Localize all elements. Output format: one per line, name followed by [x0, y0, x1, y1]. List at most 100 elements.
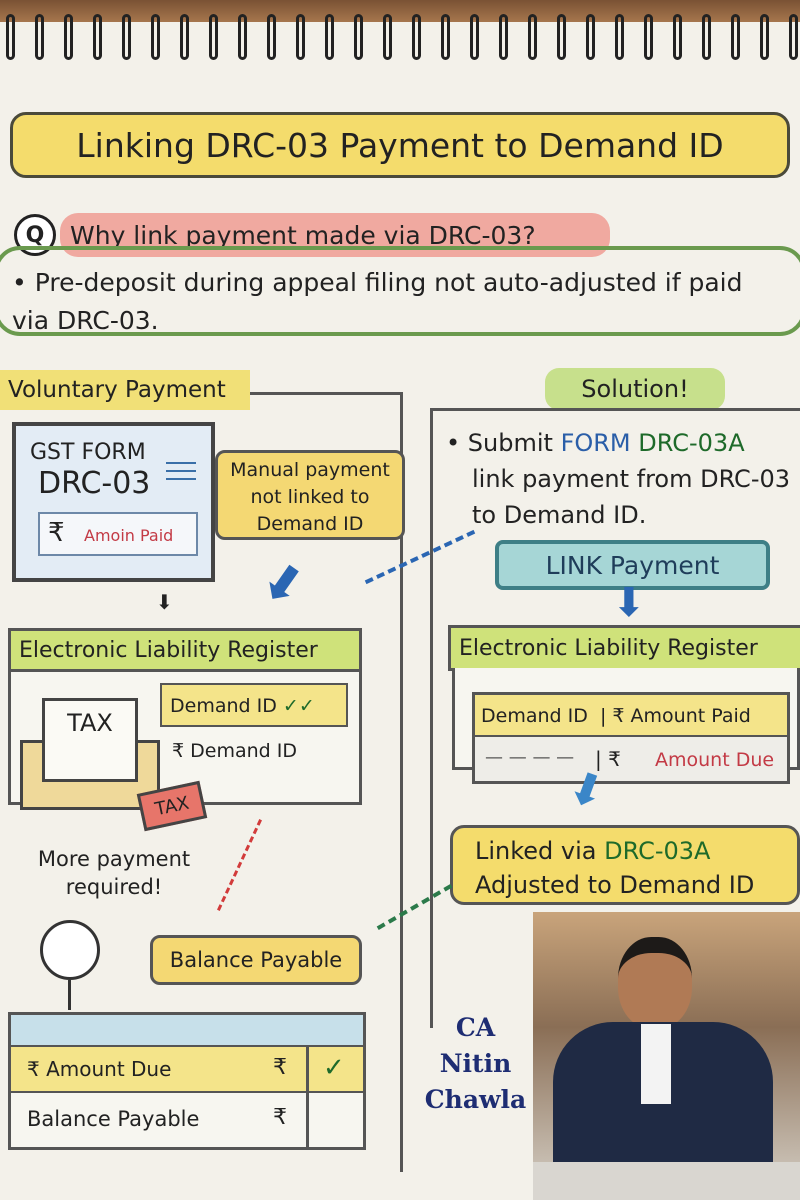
binding-ring: [296, 14, 305, 60]
balance-payable-callout: Balance Payable: [150, 935, 362, 985]
register-header: Electronic Liability Register: [8, 628, 362, 672]
amount-label: Amoin Paid: [84, 526, 174, 545]
wood-strip: [0, 0, 800, 22]
gst-form-drc03: GST FORM DRC-03 ₹ Amoin Paid: [12, 422, 215, 582]
form-code: DRC-03A: [638, 429, 745, 457]
amount-due-label: ₹ Amount Due: [27, 1057, 172, 1081]
demand-id-label: Demand ID: [481, 705, 588, 727]
rupee-icon: ₹: [273, 1055, 287, 1080]
worried-person-icon: [40, 920, 100, 980]
binding-ring: [760, 14, 769, 60]
table-row: Balance Payable ₹: [11, 1093, 363, 1147]
divider: [400, 392, 403, 1172]
binding-ring: [412, 14, 421, 60]
divider: [430, 408, 433, 1028]
tax-document: TAX: [42, 698, 138, 782]
binding-ring: [122, 14, 131, 60]
dashed-arrow: [217, 819, 262, 911]
arrow-down-icon: ⬇: [249, 548, 317, 620]
arrow-down-icon: ⬇: [612, 580, 646, 626]
checkmark-icon: ✓: [323, 1053, 345, 1083]
binding-ring: [180, 14, 189, 60]
spiral-binding: [0, 14, 800, 64]
answer-text: Pre-deposit during appeal filing not aut…: [12, 268, 743, 335]
text: link payment from DRC-03: [472, 465, 791, 493]
author-name: CA Nitin Chawla: [418, 1010, 533, 1118]
binding-ring: [6, 14, 15, 60]
form-label: GST FORM: [30, 440, 146, 465]
manual-payment-callout: Manual payment not linked to Demand ID: [215, 450, 405, 540]
table-row: ₹ Amount Due ₹ ✓: [11, 1047, 363, 1093]
link-payment-button[interactable]: LINK Payment: [495, 540, 770, 590]
binding-ring: [673, 14, 682, 60]
text: Submit: [467, 429, 561, 457]
payment-table: Demand ID | ₹ Amount Paid — — — — | ₹ Am…: [472, 692, 790, 784]
text: Linked via: [475, 837, 605, 865]
form-code: DRC-03: [38, 466, 151, 501]
page-title: Linking DRC-03 Payment to Demand ID: [10, 112, 790, 178]
lines-icon: [166, 462, 196, 464]
bullet: •: [446, 429, 461, 457]
binding-ring: [731, 14, 740, 60]
binding-ring: [557, 14, 566, 60]
bullet: •: [12, 268, 27, 297]
binding-ring: [267, 14, 276, 60]
more-payment-text: More payment required!: [37, 847, 191, 899]
rupee-icon: ₹: [48, 518, 65, 548]
balance-payable-label: Balance Payable: [27, 1107, 200, 1131]
binding-ring: [383, 14, 392, 60]
divider: [250, 392, 402, 395]
binding-ring: [499, 14, 508, 60]
solution-text: • Submit FORM DRC-03A link payment from …: [446, 425, 800, 533]
balance-table: ₹ Amount Due ₹ ✓ Balance Payable ₹: [8, 1012, 366, 1150]
binding-ring: [586, 14, 595, 60]
binding-ring: [354, 14, 363, 60]
divider: [430, 408, 800, 411]
table-header: [11, 1015, 363, 1047]
face: [618, 937, 692, 1029]
dashes: — — — —: [485, 747, 575, 768]
binding-ring: [238, 14, 247, 60]
amount-due-label: Amount Due: [655, 749, 775, 771]
arrow-down-icon: ⬇: [156, 590, 173, 614]
author-last-name: Chawla: [424, 1085, 527, 1114]
person-body: [68, 980, 71, 1010]
solution-heading: Solution!: [545, 368, 725, 410]
binding-ring: [789, 14, 798, 60]
binding-ring: [93, 14, 102, 60]
binding-ring: [35, 14, 44, 60]
binding-ring: [209, 14, 218, 60]
amount-field: ₹ Amoin Paid: [38, 512, 198, 556]
demand-id-label: Demand ID: [170, 695, 277, 717]
binding-ring: [470, 14, 479, 60]
text: Adjusted to Demand ID: [475, 871, 755, 899]
amount-paid-label: | ₹ Amount Paid: [599, 705, 751, 727]
binding-ring: [325, 14, 334, 60]
linked-result-box: Linked via DRC-03A Adjusted to Demand ID: [450, 825, 800, 905]
author-photo: [533, 912, 800, 1200]
rupee-icon: ₹: [273, 1105, 287, 1130]
binding-ring: [702, 14, 711, 60]
binding-ring: [615, 14, 624, 60]
binding-ring: [64, 14, 73, 60]
register-header: Electronic Liability Register: [448, 625, 800, 671]
form-code: DRC-03A: [604, 837, 711, 865]
binding-ring: [441, 14, 450, 60]
demand-id-row: Demand ID ✓✓: [160, 683, 348, 727]
binding-ring: [151, 14, 160, 60]
desk: [533, 1162, 800, 1200]
answer-box: • Pre-deposit during appeal filing not a…: [0, 246, 800, 336]
shirt: [641, 1024, 671, 1104]
rupee-demand-id: ₹ Demand ID: [172, 740, 297, 762]
checkmark-icon: ✓✓: [282, 695, 315, 717]
author-title: CA: [455, 1013, 496, 1042]
text: to Demand ID.: [472, 501, 647, 529]
form-label: FORM: [560, 429, 639, 457]
author-first-name: Nitin: [439, 1049, 512, 1078]
rupee-icon: | ₹: [595, 747, 621, 771]
binding-ring: [644, 14, 653, 60]
dashed-arrow: [376, 884, 453, 930]
voluntary-payment-heading: Voluntary Payment: [0, 370, 250, 410]
binding-ring: [528, 14, 537, 60]
table-header: Demand ID | ₹ Amount Paid: [475, 695, 787, 737]
